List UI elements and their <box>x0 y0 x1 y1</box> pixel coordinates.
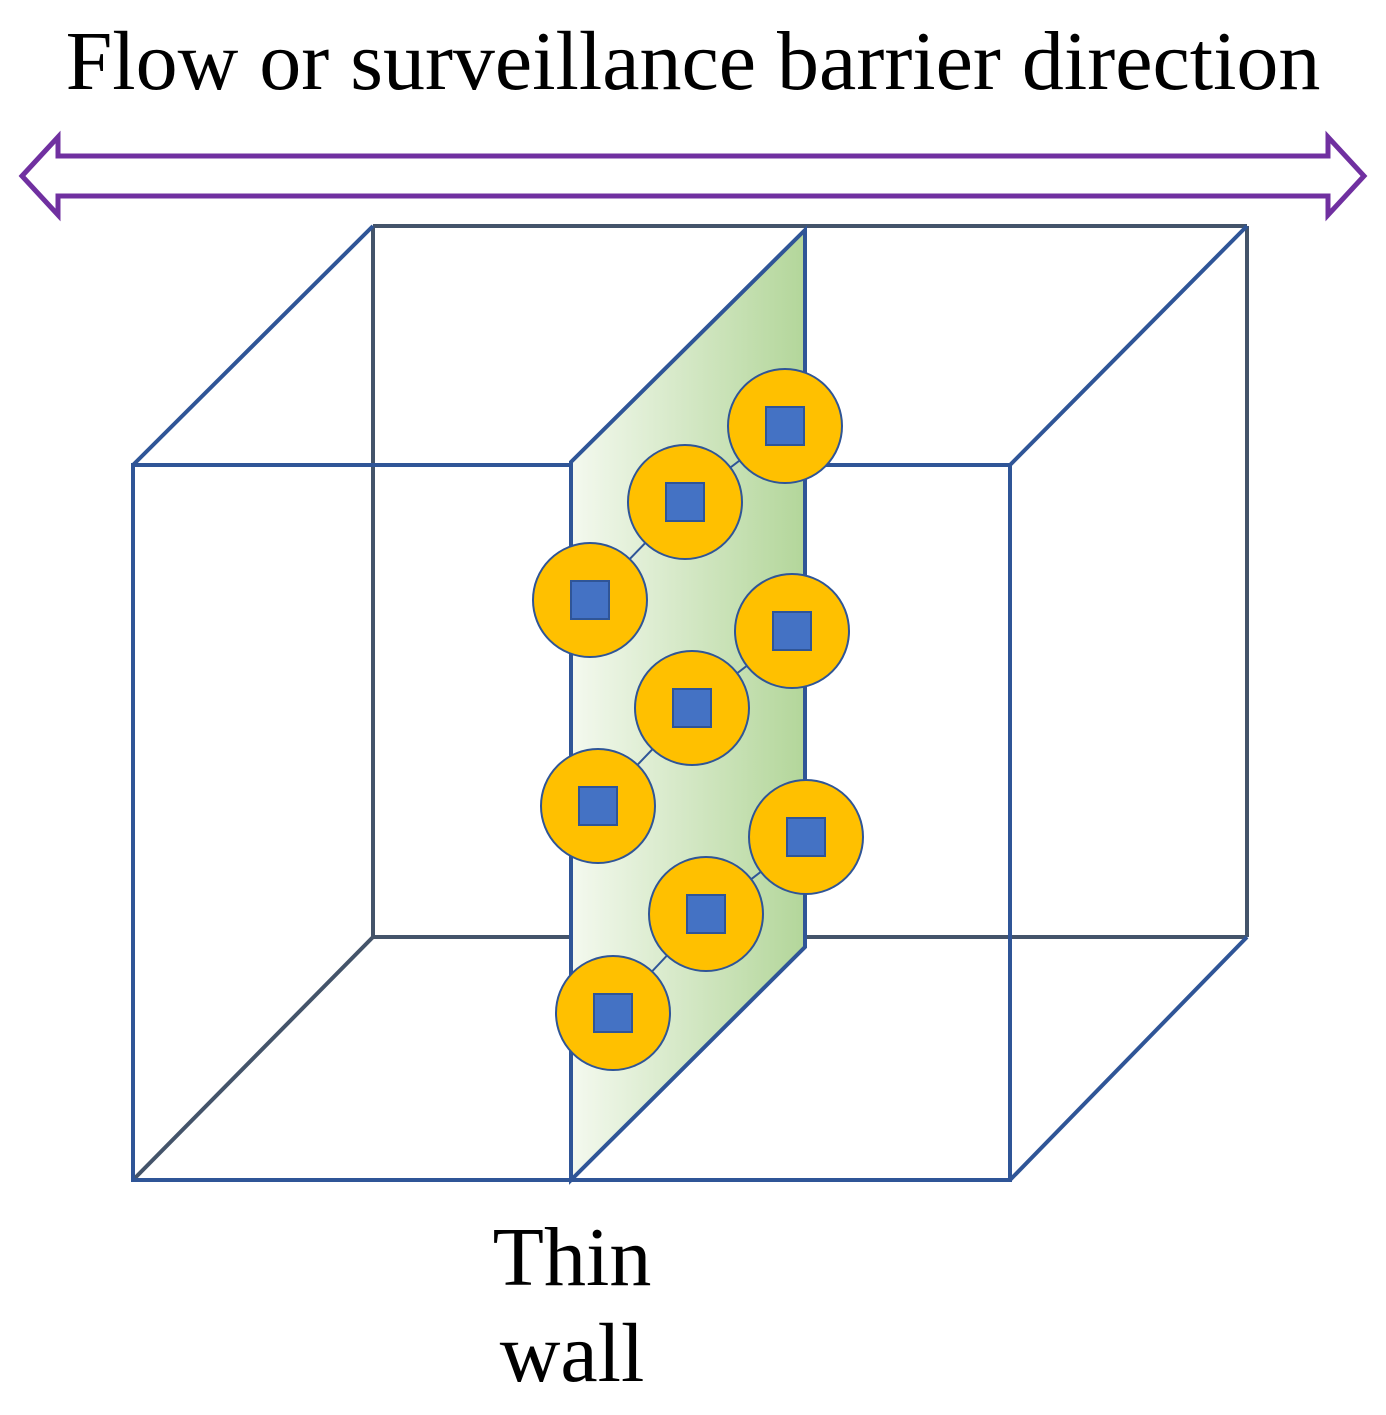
box-depth-edges <box>131 224 1249 1182</box>
diagram-title: Flow or surveillance barrier direction <box>65 15 1321 108</box>
sensor-node <box>634 650 750 766</box>
direction-double-arrow <box>18 130 1368 222</box>
thin-wall-label-line2: wall <box>499 1307 645 1400</box>
thin-wall-label: Thin wall <box>452 1210 692 1402</box>
thin-wall-label-line1: Thin <box>492 1211 652 1304</box>
sensor-node <box>648 856 764 972</box>
box-back-face <box>371 224 1249 939</box>
sensor-node <box>540 748 656 864</box>
sensor-node <box>734 573 850 689</box>
sensor-node <box>555 955 671 1071</box>
sensor-node <box>627 444 743 560</box>
sensor-node <box>727 368 843 484</box>
sensor-node <box>748 779 864 895</box>
sensor-group <box>532 368 864 1071</box>
sensor-node <box>532 542 648 658</box>
